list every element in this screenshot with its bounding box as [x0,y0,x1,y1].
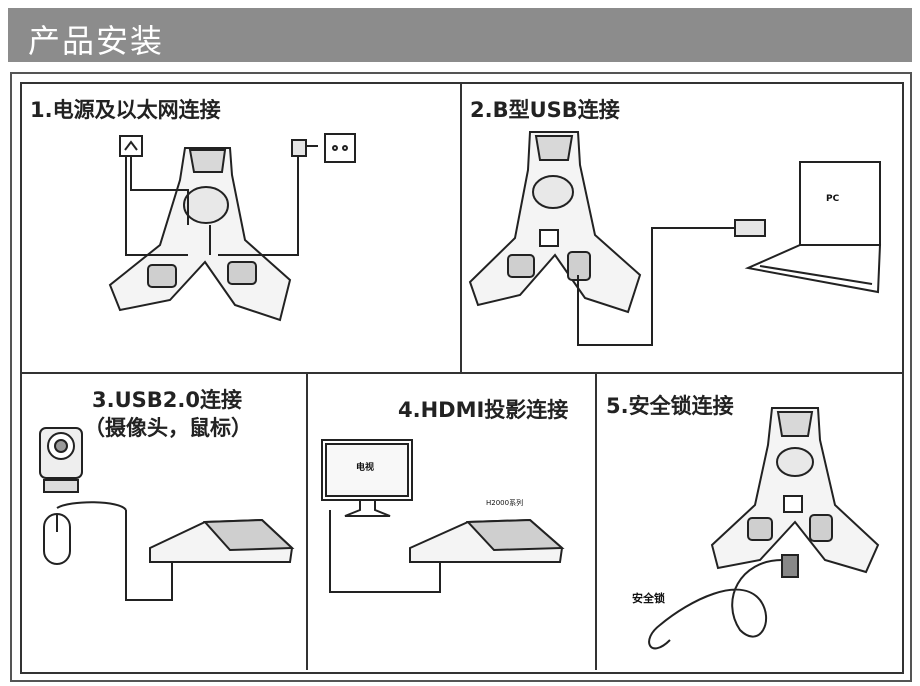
panel-2-title: 2.B型USB连接 [470,98,620,122]
security-lock-label: 安全锁 [632,592,665,605]
pc-label: PC [826,194,840,204]
panel-1-title: 1.电源及以太网连接 [30,98,221,122]
panel-5-title: 5.安全锁连接 [606,394,734,418]
tv-label: 电视 [356,463,375,473]
divider-bottom-vertical-1 [306,372,308,670]
panel-4-title: 4.HDMI投影连接 [398,398,569,422]
divider-top-vertical [460,82,462,374]
section-title: 产品安装 [28,22,165,60]
device-model-label: H2000系列 [486,499,524,507]
section-header: 产品安装 [8,8,912,62]
panel-3-subtitle: （摄像头，鼠标） [84,416,252,440]
install-diagram-grid [20,82,904,674]
panel-3-title: 3.USB2.0连接 [92,388,242,412]
divider-bottom-vertical-2 [595,372,597,670]
